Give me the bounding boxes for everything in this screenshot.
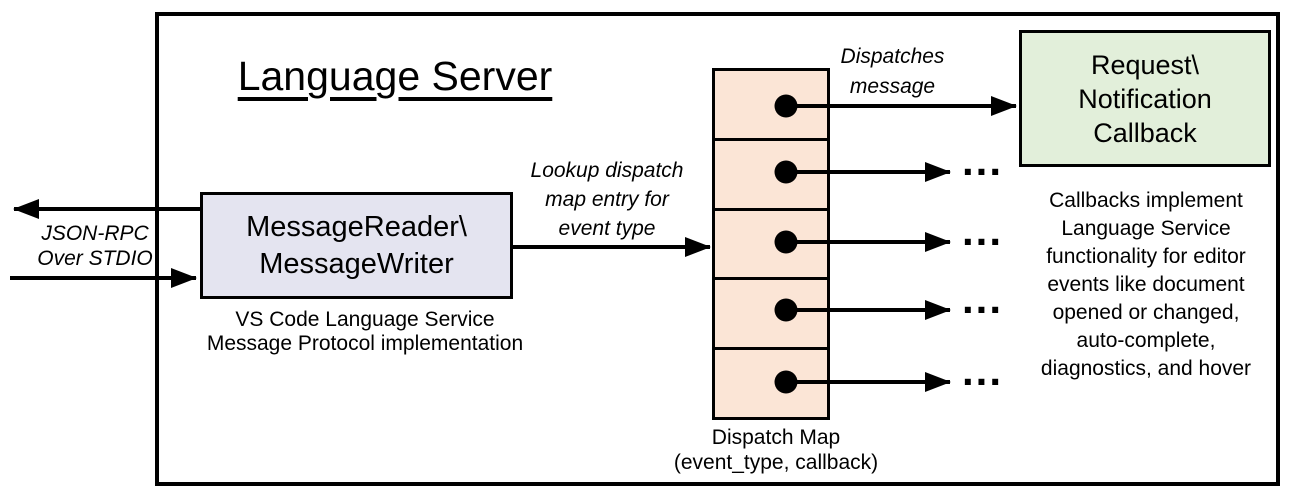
- dispatch-map-cell: [712, 277, 830, 350]
- callback-node-label-line: Callback: [1093, 117, 1197, 148]
- json-rpc-label-line: Over STDIO: [37, 247, 153, 270]
- reader-caption-line: Message Protocol implementation: [206, 332, 524, 355]
- json-rpc-label-line: JSON-RPC: [41, 222, 149, 245]
- dispatches-label-line: Dispatches: [840, 45, 945, 68]
- reader-node-caption: VS Code Language Service Message Protoco…: [170, 308, 560, 356]
- lookup-dispatch-label: Lookup dispatch map entry for event type: [512, 156, 702, 243]
- ellipsis-row-4: ...: [962, 275, 1004, 322]
- dispatches-label-line: message: [849, 75, 936, 98]
- callbacks-note-line: Language Service: [1061, 217, 1231, 240]
- ellipsis-row-2: ...: [962, 137, 1004, 184]
- callbacks-note: Callbacks implement Language Service fun…: [1016, 187, 1276, 383]
- callbacks-note-line: opened or changed,: [1052, 301, 1240, 324]
- reader-node-label-line: MessageWriter: [259, 247, 454, 280]
- message-reader-writer-node: MessageReader\ MessageWriter: [200, 192, 513, 299]
- callbacks-note-line: auto-complete,: [1076, 329, 1216, 352]
- dispatches-message-label: Dispatches message: [810, 42, 975, 102]
- json-rpc-label: JSON-RPC Over STDIO: [10, 221, 180, 271]
- callback-node-label-line: Request\: [1090, 49, 1200, 80]
- dispatch-map-label: Dispatch Map (event_type, callback): [660, 425, 892, 475]
- ellipsis-row-5: ...: [962, 347, 1004, 394]
- dispatch-map-label-line: (event_type, callback): [673, 451, 879, 474]
- dispatch-map-cell: [712, 138, 830, 211]
- dispatch-map-cell: [712, 68, 830, 141]
- request-notification-callback-node: Request\ Notification Callback: [1019, 30, 1271, 167]
- callbacks-note-line: functionality for editor: [1046, 245, 1246, 268]
- lookup-label-line: event type: [558, 217, 656, 240]
- ellipsis-row-3: ...: [962, 207, 1004, 254]
- diagram-title: Language Server: [237, 53, 553, 99]
- reader-caption-line: VS Code Language Service: [235, 308, 495, 331]
- dispatch-map-cell: [712, 208, 830, 281]
- dispatch-map-label-line: Dispatch Map: [711, 426, 841, 449]
- lookup-label-line: Lookup dispatch: [530, 159, 684, 182]
- reader-node-label-line: MessageReader\: [246, 210, 467, 243]
- callback-node-label-line: Notification: [1078, 83, 1212, 114]
- callbacks-note-line: events like document: [1047, 273, 1245, 296]
- callbacks-note-line: Callbacks implement: [1049, 189, 1243, 212]
- language-server-boundary-box: [155, 12, 1280, 486]
- lookup-label-line: map entry for: [545, 188, 669, 211]
- dispatch-map-cell: [712, 347, 830, 420]
- callbacks-note-line: diagnostics, and hover: [1040, 357, 1252, 380]
